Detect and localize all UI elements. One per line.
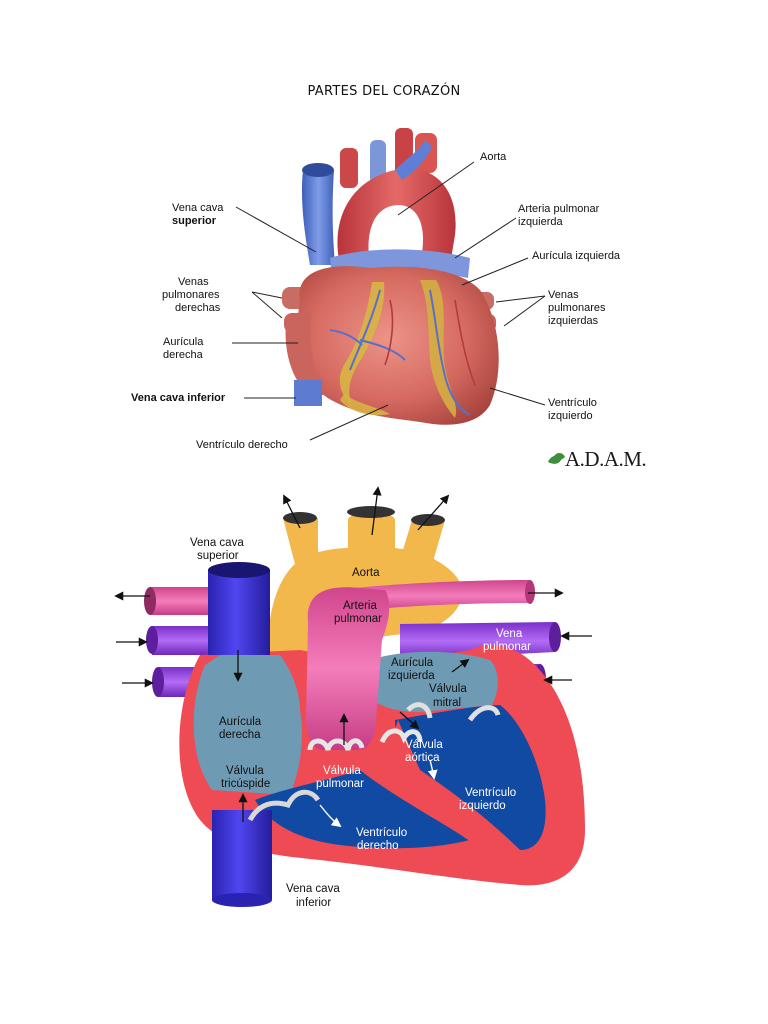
arrow-right-ventricle <box>319 804 342 828</box>
label-aorta: Aorta <box>480 151 507 163</box>
diag-label-auricula-izquierda-2: izquierda <box>388 670 435 682</box>
label-arteria-pulmonar-2: izquierda <box>518 216 564 228</box>
label-ventriculo-izquierdo-1: Ventrículo <box>548 397 597 409</box>
fig1-labels: Aorta Vena cava superior Arteria pulmona… <box>131 151 621 451</box>
aorta-branch-left-opening <box>283 512 317 524</box>
diag-label-vena-pulmonar-2: pulmonar <box>483 641 531 653</box>
inferior-vena-cava-diagram <box>212 810 272 900</box>
page-title: PARTES DEL CORAZÓN <box>307 84 461 99</box>
diag-label-auricula-derecha-1: Aurícula <box>219 716 262 728</box>
diag-label-vena-cava-inferior-1: Vena cava <box>286 883 340 895</box>
diag-label-valvula-mitral-1: Válvula <box>429 683 467 695</box>
label-auricula-derecha-2: derecha <box>163 349 204 361</box>
label-vena-cava-superior-1: Vena cava <box>172 202 224 214</box>
diag-label-arteria-pulmonar-1: Arteria <box>343 600 377 612</box>
coronary-arteries <box>384 299 476 386</box>
diag-label-ventriculo-izquierdo-2: izquierdo <box>459 800 506 812</box>
label-ventriculo-izquierdo-2: izquierdo <box>548 410 593 422</box>
flow-arrows-black <box>114 486 592 822</box>
svc-opening <box>302 163 334 177</box>
pulmonary-vein-right-upper-diagram <box>152 626 208 655</box>
diag-label-auricula-izquierda-1: Aurícula <box>391 657 434 669</box>
aorta-branch-mid-opening <box>347 506 395 518</box>
label-arteria-pulmonar-1: Arteria pulmonar <box>518 203 600 215</box>
aorta-branch-2 <box>370 140 386 184</box>
septum <box>360 720 515 848</box>
diag-label-valvula-tricuspide-2: tricúspide <box>221 778 270 790</box>
diag-label-valvula-tricuspide-1: Válvula <box>226 765 264 777</box>
label-venas-derechas-3: derechas <box>175 302 221 314</box>
coronary-vessels <box>329 289 471 416</box>
pulmonary-trunk-diagram <box>306 587 390 750</box>
label-venas-izquierdas-3: izquierdas <box>548 315 599 327</box>
diag-label-vena-cava-superior-1: Vena cava <box>190 537 244 549</box>
pv-right-lower-opening <box>152 667 164 697</box>
heart-body <box>297 266 499 425</box>
aorta-branch-right <box>400 520 445 565</box>
pulmonary-artery-left-branch <box>150 587 210 615</box>
fig1-leader-lines <box>232 161 546 441</box>
flow-arrows-white <box>319 759 438 828</box>
arrow-aorta-mid <box>371 486 382 536</box>
vessel-blue-top <box>395 140 432 180</box>
arrow-aorta-left <box>283 494 301 529</box>
pa-right-opening <box>525 580 535 604</box>
adam-logo-text: A.D.A.M. <box>565 447 646 471</box>
diag-label-auricula-derecha-2: derecha <box>219 729 261 741</box>
aorta-branch-1 <box>340 148 358 188</box>
diag-label-valvula-aortica-1: Válvula <box>405 739 443 751</box>
label-auricula-derecha-1: Aurícula <box>163 336 204 348</box>
left-ventricle-chamber <box>395 705 546 850</box>
label-venas-derechas-1: Venas <box>178 276 209 288</box>
diag-label-ventriculo-derecho-1: Ventrículo <box>356 827 407 839</box>
pulmonary-valve <box>307 738 365 751</box>
svc-diagram-opening <box>208 562 270 578</box>
label-vena-cava-inferior: Vena cava inferior <box>131 392 226 404</box>
diag-label-vena-cava-inferior-2: inferior <box>296 897 331 909</box>
tricuspid-valve <box>247 789 321 822</box>
superior-vena-cava <box>301 170 335 265</box>
leaf-icon <box>548 453 565 464</box>
pv-right-upper-opening <box>146 626 158 654</box>
pulmonary-vein-left-upper-diagram <box>400 622 555 660</box>
arrow-mitral <box>399 711 420 730</box>
right-ventricle-chamber <box>255 770 470 849</box>
pv-left-upper-opening <box>549 622 561 652</box>
heart-illustration-anatomical <box>282 128 499 425</box>
label-auricula-izquierda: Aurícula izquierda <box>532 250 621 262</box>
superior-vena-cava-diagram <box>208 570 270 655</box>
diag-label-valvula-pulmonar-1: Válvula <box>323 765 361 777</box>
diag-label-valvula-mitral-2: mitral <box>433 697 461 709</box>
aorta-branch-left <box>283 518 318 568</box>
inferior-vena-cava <box>294 380 322 406</box>
arrow-left-atrium <box>451 658 470 673</box>
diag-label-valvula-pulmonar-2: pulmonar <box>316 778 364 790</box>
aorta-branch-right-opening <box>411 514 445 526</box>
label-ventriculo-derecho: Ventrículo derecho <box>196 439 288 451</box>
aortic-valve <box>379 728 423 744</box>
diag-label-arteria-pulmonar-2: pulmonar <box>334 613 382 625</box>
heart-diagram-schematic <box>144 506 585 907</box>
aortic-arch <box>337 168 456 265</box>
diag-label-vena-cava-superior-2: superior <box>197 550 239 562</box>
diag-label-valvula-aortica-2: aórtica <box>405 752 440 764</box>
mitral-valve <box>406 702 501 722</box>
pa-left-opening <box>144 587 156 615</box>
diag-label-ventriculo-derecho-2: derecho <box>357 840 399 852</box>
diag-label-vena-pulmonar-1: Vena <box>496 628 523 640</box>
arrow-aorta-right <box>417 494 450 531</box>
right-atrium-surface <box>285 310 325 395</box>
fig2-labels: Vena cava superior Aorta Arteria pulmona… <box>190 537 531 909</box>
label-venas-izquierdas-2: pulmonares <box>548 302 606 314</box>
right-atrium-chamber <box>193 655 302 795</box>
label-vena-cava-superior-2: superior <box>172 215 217 227</box>
label-venas-derechas-2: pulmonares <box>162 289 220 301</box>
diag-label-ventriculo-izquierdo-1: Ventrículo <box>465 787 516 799</box>
label-venas-izquierdas-1: Venas <box>548 289 579 301</box>
diag-label-aorta: Aorta <box>352 567 380 579</box>
arrow-left-ventricle <box>427 759 438 780</box>
adam-logo: A.D.A.M. <box>548 447 647 471</box>
ivc-diagram-bottom <box>212 893 272 907</box>
